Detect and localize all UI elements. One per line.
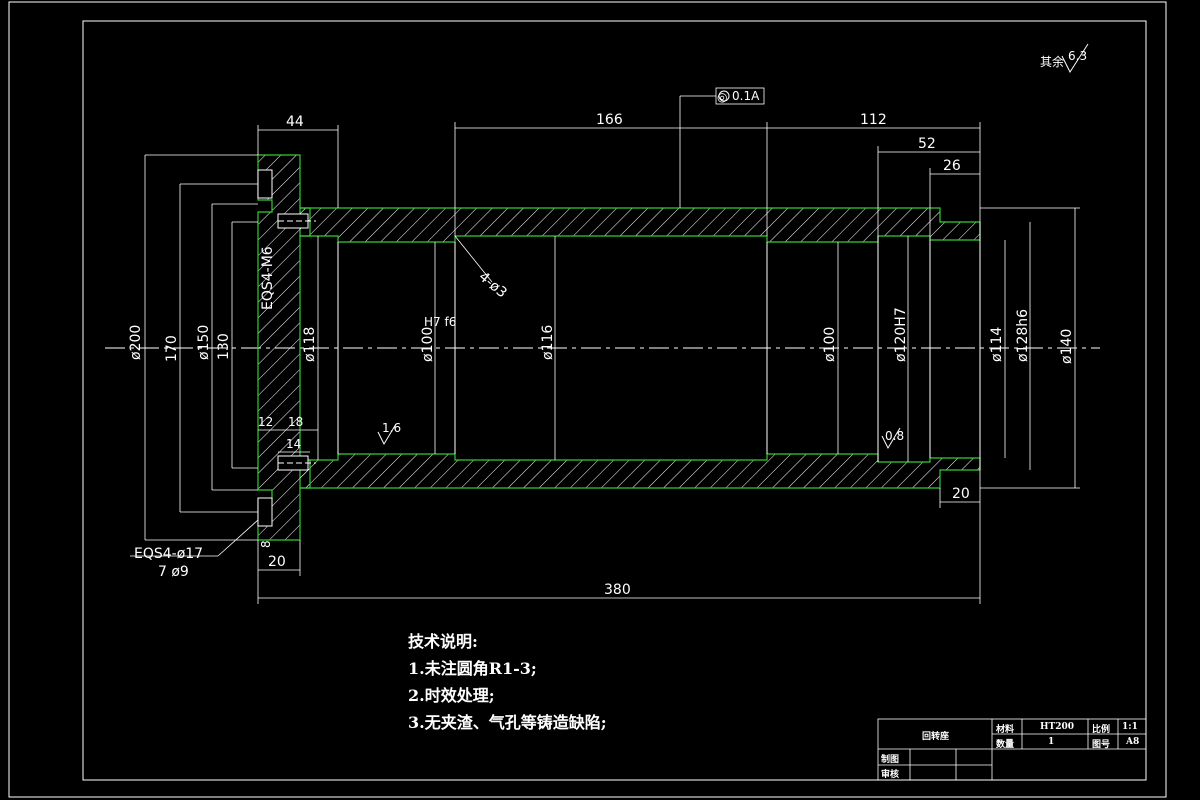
title-block: 回转座 材料 HT200 比例 1:1 数量 1 图号 A8 制图 审核	[878, 719, 1146, 780]
phi-120: ø120H7	[893, 307, 909, 362]
roughness-1-6: 1.6	[382, 421, 401, 435]
dim-130: 130	[216, 333, 232, 360]
tolerance-frame	[715, 87, 765, 105]
phi-128: ø128h6	[1015, 309, 1031, 362]
dimension-lines	[130, 95, 1080, 604]
phi-114: ø114	[989, 327, 1005, 362]
dim-44: 44	[286, 114, 304, 130]
phi-100b: ø100	[822, 327, 838, 362]
dim-20-right: 20	[952, 486, 970, 502]
bore-lines	[337, 222, 981, 470]
surface-finish-label: 其余	[1040, 54, 1064, 69]
phi-116: ø116	[540, 325, 556, 360]
drawing-no-value: A8	[1126, 737, 1140, 747]
holes-17: EQS4-ø17	[134, 546, 203, 562]
dim-20-bottom: 20	[268, 554, 286, 570]
dim-166: 166	[596, 112, 623, 128]
drawn-label: 制图	[881, 755, 900, 765]
dim-26: 26	[943, 158, 961, 174]
tolerance-value: 0.1A	[732, 89, 760, 103]
phi-100-tol: H7 f6	[424, 315, 456, 329]
notes-title: 技术说明:	[408, 632, 478, 651]
roughness-0-8: 0.8	[885, 429, 904, 443]
scale-label: 比例	[1092, 725, 1111, 735]
dim-8: 8	[259, 540, 273, 548]
checked-label: 审核	[881, 770, 900, 780]
dim-112: 112	[860, 112, 887, 128]
note-item-1: 1.未注圆角R1-3;	[408, 659, 537, 678]
flange-holes	[257, 169, 316, 527]
material-label: 材料	[996, 725, 1015, 735]
note-item-2: 2.时效处理;	[408, 686, 495, 705]
drawing-no-label: 图号	[1092, 740, 1111, 750]
inner-border	[82, 20, 1147, 781]
outer-border	[8, 1, 1167, 798]
qty-label: 数量	[996, 740, 1015, 750]
technical-notes: 技术说明: 1.未注圆角R1-3; 2.时效处理; 3.无夹渣、气孔等铸造缺陷;	[408, 628, 607, 736]
note-item-3: 3.无夹渣、气孔等铸造缺陷;	[408, 713, 607, 732]
phi-100: ø100	[420, 327, 436, 362]
dim-380: 380	[604, 582, 631, 598]
scale-value: 1:1	[1122, 722, 1138, 732]
qty-value: 1	[1048, 737, 1055, 747]
dim-52: 52	[918, 136, 936, 152]
phi-118: ø118	[302, 327, 318, 362]
roughness-symbols	[377, 43, 1089, 450]
dim-14: 14	[286, 437, 301, 451]
tolerance-symbol: ◎	[717, 90, 727, 104]
holes-4: 4-ø3	[475, 269, 509, 301]
phi-150: ø150	[196, 325, 212, 360]
thread-label: EQS4-M6	[260, 246, 276, 310]
title-block-grid	[877, 718, 1147, 781]
section-top	[299, 207, 981, 243]
holes-9: 7 ø9	[158, 564, 189, 580]
part-name: 回转座	[922, 732, 950, 742]
concentricity-symbol	[718, 90, 730, 102]
phi-200: ø200	[128, 325, 144, 360]
phi-140: ø140	[1059, 329, 1075, 364]
dim-18: 18	[288, 415, 303, 429]
dim-12: 12	[258, 415, 273, 429]
material-value: HT200	[1040, 722, 1074, 732]
surface-finish-value: 6.3	[1068, 49, 1087, 63]
dim-170: 170	[164, 335, 180, 362]
